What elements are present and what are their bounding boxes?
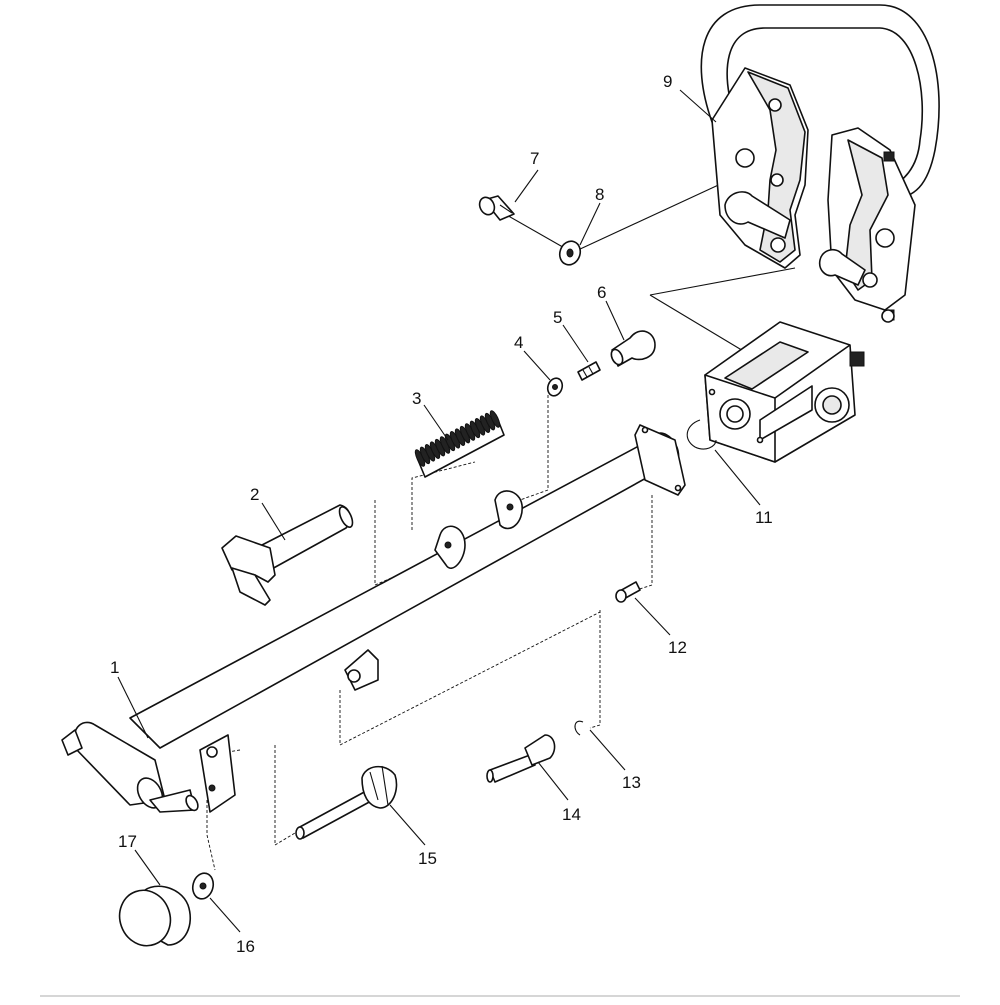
part-1-shaft-assembly (61, 424, 686, 813)
callout-11: 11 (755, 508, 773, 527)
callout-3: 3 (412, 389, 421, 408)
part-2-lever (221, 504, 354, 606)
callout-6: 6 (597, 283, 606, 302)
callout-17: 17 (118, 832, 137, 851)
callout-7: 7 (530, 149, 539, 168)
callout-15: 15 (418, 849, 437, 868)
callout-12: 12 (668, 638, 687, 657)
callout-5: 5 (553, 308, 562, 327)
callout-9: 9 (663, 72, 672, 91)
callout-labels: 1 2 3 4 5 6 7 8 9 11 12 13 14 15 16 17 (110, 72, 773, 956)
part-14-plunger-pin (486, 734, 556, 783)
part-6-knob (610, 330, 656, 367)
part-7-bolt (478, 195, 515, 221)
spring-coil (489, 410, 501, 428)
part-11-housing (686, 321, 865, 463)
leader-lines (117, 89, 761, 933)
callout-4: 4 (514, 333, 523, 352)
part-3-spring (414, 410, 505, 478)
part-4-washer (546, 377, 564, 397)
part-8-washer (558, 240, 582, 266)
callout-13: 13 (622, 773, 641, 792)
callout-1: 1 (110, 658, 119, 677)
callout-2: 2 (250, 485, 259, 504)
part-9-handle-frame (700, 4, 940, 323)
callout-8: 8 (595, 185, 604, 204)
part-16-washer (191, 872, 215, 900)
bottom-divider (40, 995, 960, 997)
part-5-pin (577, 361, 601, 381)
part-13-retaining-ring (574, 720, 584, 736)
part-12-screw (615, 581, 641, 603)
callout-16: 16 (236, 937, 255, 956)
part-15-knob-screw (295, 765, 398, 840)
callout-14: 14 (562, 805, 581, 824)
part-17-cap (118, 885, 192, 947)
